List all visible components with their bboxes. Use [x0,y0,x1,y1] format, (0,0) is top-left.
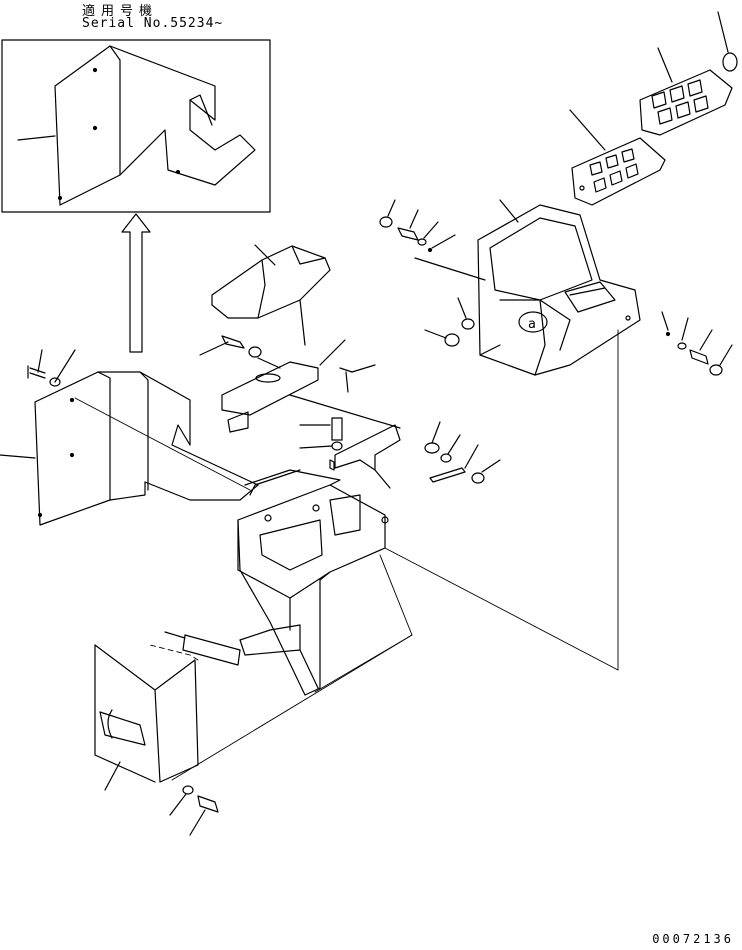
assembly-lines [75,330,618,780]
armrest-bracket [222,340,345,432]
pin-and-spacer [200,336,280,368]
armrest-pad [212,245,330,345]
inset-variant-box [2,40,270,212]
variant-arrow [122,214,150,352]
applicable-serial-heading: 適用号機 [82,4,159,19]
upper-console-fasteners [380,200,474,346]
switch-panel-plate [570,110,665,205]
bottom-bolt-washer [170,786,218,835]
side-cover-panel [0,350,258,525]
right-fasteners [662,312,732,375]
upper-console-box [415,200,640,375]
console-frame [238,470,388,695]
serial-number-range: Serial No.55234~ [82,16,224,31]
callout-a-mark: a [528,317,536,332]
center-bolts [300,365,375,470]
drawing-number: 00072136 [652,932,734,946]
switch-module [640,12,737,135]
front-cover [95,632,240,790]
right-washers-nuts [425,422,500,483]
mounting-plate [290,395,400,488]
